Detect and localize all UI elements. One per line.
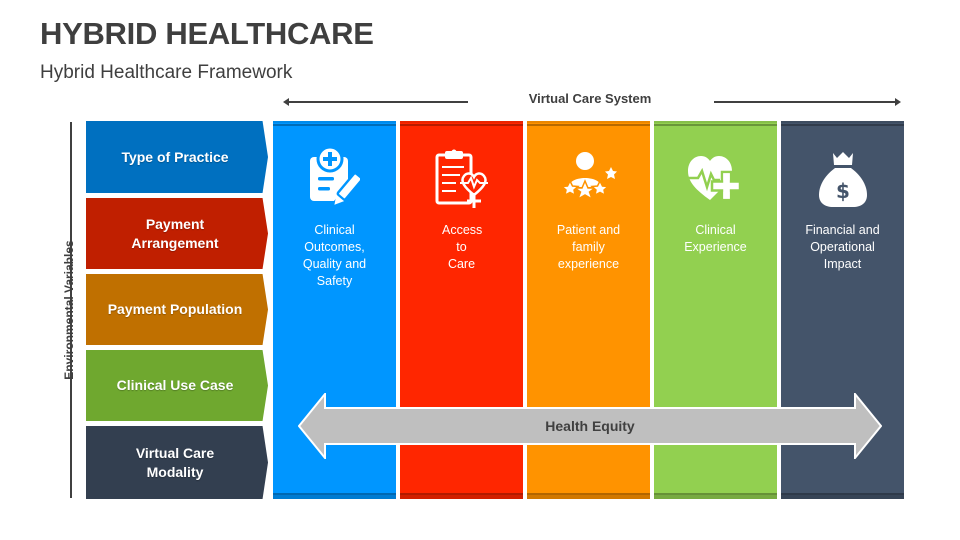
money-bag-icon: $ [781,147,904,211]
variable-clinical-use-case: Clinical Use Case [86,350,268,421]
environmental-variables-label: Environmental Variables [62,240,76,380]
variable-label: Type of Practice [121,148,229,165]
clipboard-pencil-plus-icon [273,147,396,211]
variable-payment-arrangement: Payment Arrangement [86,198,268,269]
virtual-care-arrow-right [714,98,901,106]
clipboard-heart-icon [400,147,523,211]
variable-payment-population: Payment Population [86,274,268,345]
column-label: Access to Care [442,223,483,271]
health-equity-double-arrow [298,393,882,459]
variable-label: Payment Population [107,301,243,317]
page-title: HYBRID HEALTHCARE [40,16,374,51]
variable-type-of-practice: Type of Practice [86,121,268,193]
variable-label: Virtual Care Modality [135,444,215,480]
environmental-variables-axis-line [70,122,72,498]
variable-label: Clinical Use Case [116,377,234,393]
column-label: Financial and Operational Impact [805,223,880,271]
heart-pulse-plus-icon [654,147,777,211]
page-subtitle: Hybrid Healthcare Framework [40,62,293,83]
health-equity-label: Health Equity [545,418,635,434]
column-label: Patient and family experience [556,223,621,271]
svg-text:$: $ [836,179,850,203]
column-label: Clinical Outcomes, Quality and Safety [302,223,367,288]
variable-label: Payment Arrangement [131,215,219,251]
person-stars-icon [527,147,650,211]
column-label: Clinical Experience [684,223,747,254]
virtual-care-arrow-left [283,98,468,106]
virtual-care-system-label: Virtual Care System [528,91,652,106]
variable-virtual-care-modality: Virtual Care Modality [86,426,268,499]
